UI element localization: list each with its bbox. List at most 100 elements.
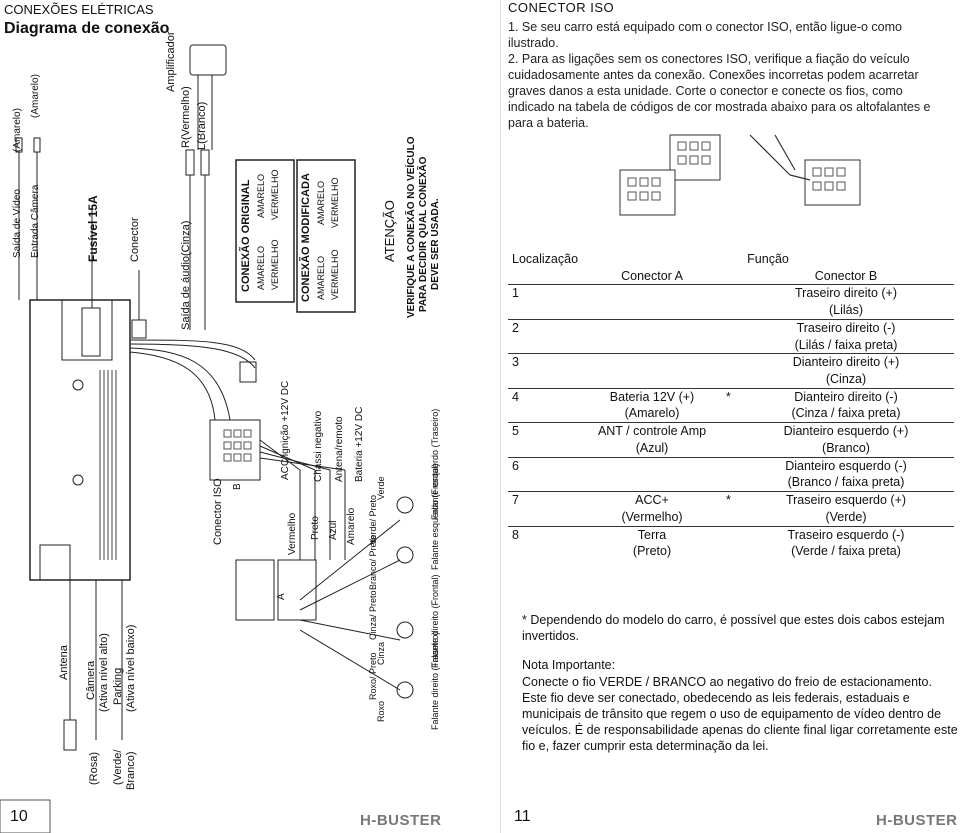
swap-marker — [722, 456, 739, 475]
table-row-color: (Vermelho)(Verde) — [508, 509, 954, 526]
unit-connector-block — [39, 544, 71, 581]
connector-a-color — [582, 337, 722, 354]
rca-left-plug — [200, 149, 210, 176]
swap-marker — [722, 525, 739, 544]
empty-cell — [508, 302, 582, 319]
original-connection-box — [235, 159, 295, 303]
empty-cell — [508, 371, 582, 388]
label-antenna: Antena — [58, 645, 70, 680]
wire-color-table: Localização Função Conector A Conector B… — [508, 250, 954, 560]
intro-text: 1. Se seu carro está equipado com o cone… — [508, 19, 948, 131]
small-connector — [131, 319, 147, 339]
label-green-black: Verde/ Preto — [368, 494, 378, 545]
label-speaker-rear-right: Falante direito (Traseiro) — [430, 631, 440, 730]
connector-a-function — [582, 353, 723, 372]
connector-a-color — [582, 474, 722, 491]
fuse-holder — [81, 307, 101, 357]
iso-connectors-illustration — [619, 134, 861, 216]
brand-logo-right: H-BUSTER — [876, 812, 958, 829]
antenna-plug-icon — [63, 719, 77, 751]
row-number: 1 — [508, 284, 583, 303]
connector-a-function — [582, 456, 723, 475]
label-camera-in: Entrada Câmera — [30, 184, 41, 258]
swap-marker — [722, 284, 739, 303]
speaker-front-right-icon — [396, 621, 414, 639]
empty-cell — [722, 337, 738, 354]
label-yellow-1: (Amarelo) — [12, 108, 23, 152]
modified-left-2: VERMELHO — [330, 249, 340, 300]
table-row-color: (Lilás) — [508, 302, 954, 319]
connector-b-function: Dianteiro esquerdo (-) — [738, 456, 954, 475]
row-number: 5 — [508, 422, 583, 440]
label-gray-black: Cinza/ Preto — [368, 590, 378, 640]
row-number: 2 — [508, 318, 583, 337]
empty-cell — [508, 543, 582, 560]
row-number: 4 — [508, 387, 583, 406]
table-header-connector-a: Conector A — [621, 268, 683, 283]
connector-b-function: Traseiro esquerdo (+) — [738, 491, 954, 509]
empty-cell — [722, 543, 738, 560]
row-number: 6 — [508, 456, 583, 475]
modified-box-title: CONEXÃO MODIFICADA — [300, 173, 312, 302]
connector-a-color: (Amarelo) — [624, 406, 680, 421]
head-unit — [29, 299, 131, 581]
empty-cell — [508, 405, 582, 422]
page-number-left: 10 — [10, 808, 28, 825]
empty-cell — [508, 509, 582, 526]
footnote: * Dependendo do modelo do carro, é possí… — [522, 613, 945, 643]
note-body: Conecte o fio VERDE / BRANCO ao negativo… — [522, 675, 958, 753]
label-green-white: (Verde/ — [112, 749, 124, 785]
label-blue: Azul — [328, 520, 339, 540]
original-right-1: AMARELO — [256, 173, 266, 218]
empty-cell — [508, 337, 582, 354]
table-row-color: (Cinza) — [508, 371, 954, 388]
label-green: Verde — [376, 476, 386, 500]
table-row-color: (Azul)(Branco) — [508, 440, 954, 457]
attention-text-1: VERIFIQUE A CONEXÃO NO VEÍCULO — [406, 136, 417, 319]
label-camera: Câmera — [85, 660, 97, 700]
connector-a-function — [582, 318, 723, 337]
connector-a-function — [582, 284, 723, 303]
label-l-white: L(Branco) — [196, 101, 208, 150]
label-purple-black: Roxo/ Preto — [368, 652, 378, 700]
inline-fuse — [239, 361, 257, 383]
label-iso-connector: Conector ISO — [212, 478, 224, 545]
empty-cell — [722, 302, 738, 319]
swap-marker — [722, 318, 739, 337]
original-left-1: AMARELO — [256, 245, 266, 290]
label-conn-a: A — [276, 593, 287, 600]
connector-b-color: (Lilás) — [828, 303, 864, 318]
original-right-2: VERMELHO — [270, 169, 280, 220]
iso-connector — [209, 419, 261, 481]
connector-b-function: Traseiro direito (-) — [738, 318, 954, 337]
table-header-function: Função — [747, 252, 789, 266]
swap-marker: * — [722, 387, 739, 406]
connector-b-color: (Branco / faixa preta) — [787, 475, 905, 490]
label-green-white-2: Branco) — [125, 751, 137, 790]
label-video-out: Saída de Vídeo — [12, 189, 23, 258]
speaker-rear-right-icon — [396, 681, 414, 699]
label-chassis: Chassi negativo — [313, 410, 324, 482]
empty-cell — [508, 440, 582, 457]
label-acc: ACC ignição +12V DC — [280, 380, 291, 480]
head-unit-rear — [61, 299, 113, 361]
connector-b-function: Dianteiro direito (-) — [738, 387, 954, 406]
modified-left-1: AMARELO — [316, 255, 326, 300]
rca-right-plug — [185, 149, 195, 176]
table-row-color: (Amarelo)(Cinza / faixa preta) — [508, 405, 954, 422]
table-header-connector-b: Conector B — [814, 268, 878, 283]
modified-right-1: AMARELO — [316, 180, 326, 225]
connector-a-color: (Preto) — [632, 544, 672, 559]
swap-marker — [722, 422, 739, 440]
intro-item-2: 2. Para as ligações sem os conectores IS… — [508, 52, 931, 130]
empty-cell — [722, 509, 738, 526]
modified-right-2: VERMELHO — [330, 177, 340, 228]
connector-a-function: Bateria 12V (+) — [582, 387, 723, 406]
attention-title: ATENÇÃO — [382, 200, 397, 262]
connector-b-color: (Verde) — [825, 509, 867, 524]
